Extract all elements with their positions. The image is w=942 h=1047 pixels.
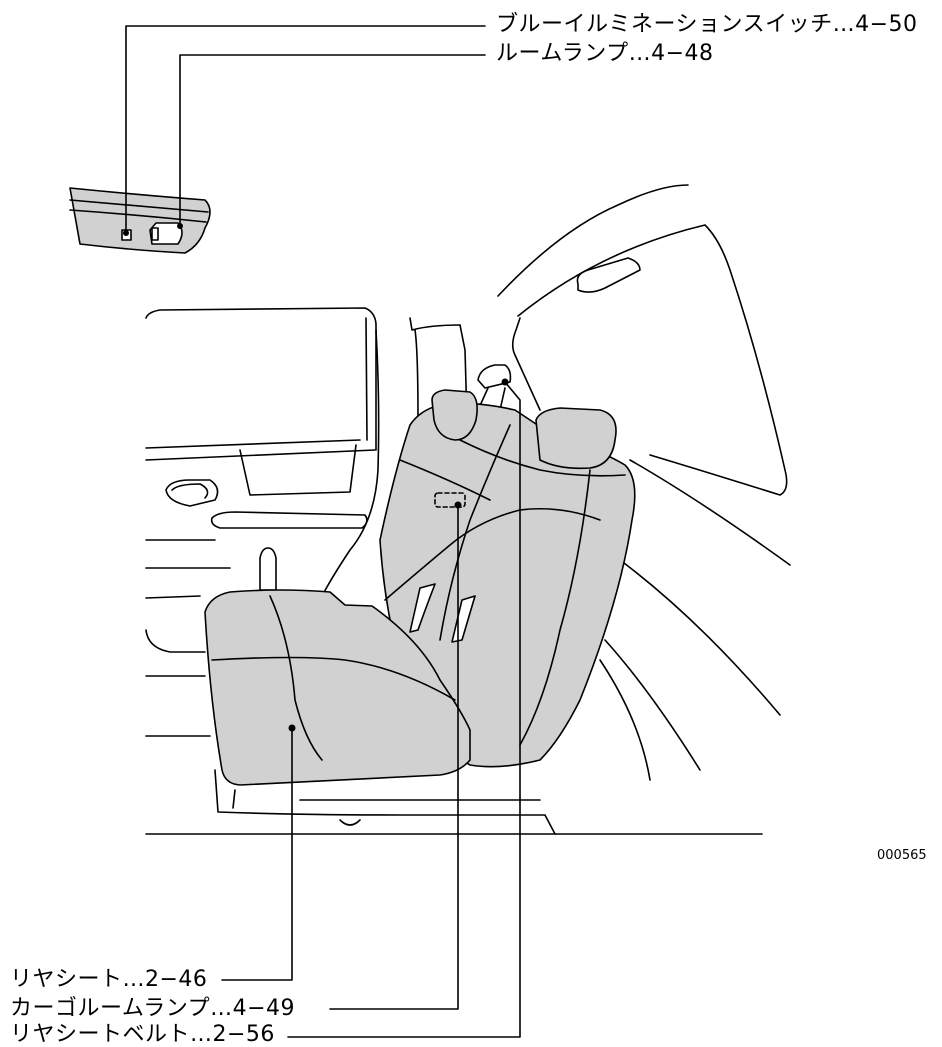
leader-line-rear-seat xyxy=(221,727,293,981)
callout-rear-seat-belt: リヤシートベルト…2−56 xyxy=(10,1022,275,1047)
figure-id: 000565 xyxy=(877,848,927,863)
rear-seat-shape xyxy=(204,389,636,786)
leader-lines xyxy=(125,25,521,1038)
leader-line-rear-seat-belt xyxy=(287,381,521,1038)
callout-cargo-room-lamp: カーゴルームランプ…4−49 xyxy=(10,996,296,1021)
callout-rear-seat: リヤシート…2−46 xyxy=(10,967,208,992)
callout-blue-illumination-switch: ブルーイルミネーションスイッチ…4−50 xyxy=(496,12,918,37)
leader-line-room-lamp xyxy=(179,54,486,227)
overhead-console-inset xyxy=(69,187,211,254)
leader-dots xyxy=(123,223,509,732)
leader-line-cargo-room-lamp xyxy=(329,504,459,1010)
leader-line-blue-illumination xyxy=(125,25,486,234)
callout-room-lamp: ルームランプ…4−48 xyxy=(496,41,714,66)
car-body xyxy=(145,184,791,835)
